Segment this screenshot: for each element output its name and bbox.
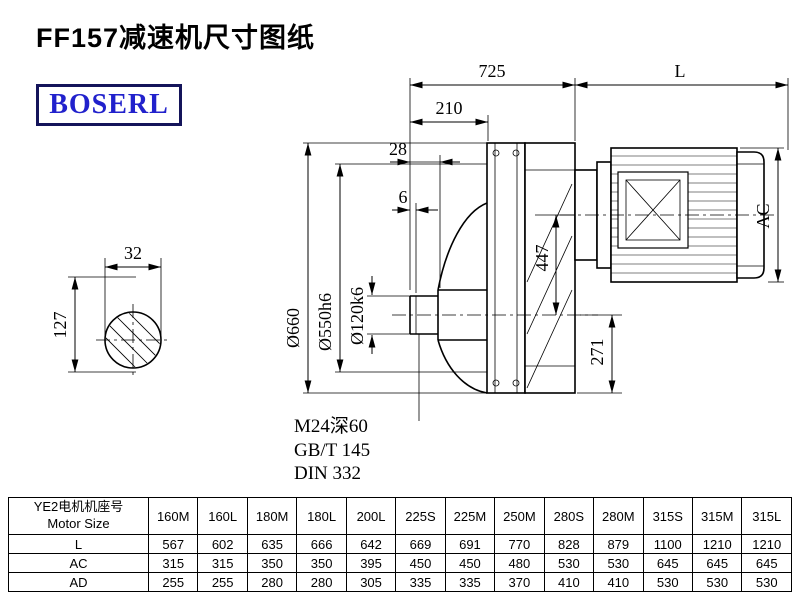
fan-cowl	[736, 151, 765, 279]
table-cell: 450	[444, 553, 496, 573]
row-label-AD: AD	[8, 572, 149, 592]
column-header-280S: 280S	[543, 497, 595, 535]
page-title: FF157减速机尺寸图纸	[36, 23, 316, 53]
table-cell: 395	[345, 553, 397, 573]
row-label-L: L	[8, 534, 149, 554]
table-cell: 635	[246, 534, 298, 554]
logo-text: BOSERL	[49, 89, 169, 120]
dia-120-label: Ø120k6	[347, 287, 367, 345]
table-cell: 350	[246, 553, 298, 573]
table-cell: 450	[395, 553, 446, 573]
standard-din-label: DIN 332	[294, 463, 361, 484]
column-header-180M: 180M	[246, 497, 298, 535]
column-header-200L: 200L	[345, 497, 397, 535]
logo: BOSERL	[36, 84, 182, 126]
gearbox-side-view	[392, 142, 598, 394]
table-cell: 669	[395, 534, 446, 554]
table-cell: 530	[593, 553, 644, 573]
table-cell: 410	[593, 572, 644, 592]
row-label-AC: AC	[8, 553, 149, 573]
table-cell: 530	[741, 572, 792, 592]
dim-210-label: 210	[436, 98, 463, 118]
table-cell: 645	[642, 553, 693, 573]
dia-660-label: Ø660	[283, 308, 303, 348]
table-cell: 645	[691, 553, 743, 573]
dim-AC-label: AC	[753, 203, 773, 228]
table-cell: 370	[494, 572, 545, 592]
table-cell: 315	[197, 553, 248, 573]
table-cell: 335	[395, 572, 446, 592]
table-cell: 530	[543, 553, 595, 573]
dim-6-label: 6	[399, 187, 408, 207]
table-cell: 280	[246, 572, 298, 592]
column-header-160M: 160M	[147, 497, 199, 535]
table-cell: 1210	[741, 534, 792, 554]
column-header-225S: 225S	[395, 497, 446, 535]
table-cell: 280	[296, 572, 347, 592]
standard-gb-label: GB/T 145	[294, 440, 370, 461]
dia-550-label: Ø550h6	[315, 293, 335, 351]
table-cell: 645	[741, 553, 792, 573]
dim-447-label: 447	[532, 245, 552, 272]
table-cell: 666	[296, 534, 347, 554]
table-cell: 530	[691, 572, 743, 592]
dim-725-label: 725	[479, 61, 506, 81]
motor	[560, 147, 778, 283]
table-cell: 770	[494, 534, 545, 554]
table-cell: 691	[444, 534, 496, 554]
table-cell: 335	[444, 572, 496, 592]
table-cell: 1210	[691, 534, 743, 554]
table-cell: 1100	[642, 534, 693, 554]
dim-L-label: L	[675, 61, 686, 81]
column-header-280M: 280M	[593, 497, 644, 535]
table-cell: 315	[147, 553, 199, 573]
table-cell: 602	[197, 534, 248, 554]
dim-127-label: 127	[50, 312, 70, 339]
table-cell: 879	[593, 534, 644, 554]
dimension-annotations: 725 L 210 28 6 Ø660 Ø550h6	[283, 61, 789, 484]
table-cell: 480	[494, 553, 545, 573]
column-header-315S: 315S	[642, 497, 693, 535]
table-cell: 642	[345, 534, 397, 554]
column-header-180L: 180L	[296, 497, 347, 535]
table-cell: 305	[345, 572, 397, 592]
column-header-315M: 315M	[691, 497, 743, 535]
shaft-end-view: 32 127	[50, 243, 170, 376]
dim-271-label: 271	[587, 339, 607, 366]
table-cell: 255	[147, 572, 199, 592]
table-cell: 350	[296, 553, 347, 573]
thread-spec-label: M24深60	[294, 415, 368, 437]
table-cell: 828	[543, 534, 595, 554]
dim-28-label: 28	[389, 139, 407, 159]
table-cell: 255	[197, 572, 248, 592]
table-cell: 410	[543, 572, 595, 592]
column-header-225M: 225M	[444, 497, 496, 535]
table-cell: 567	[147, 534, 199, 554]
column-header-315L: 315L	[741, 497, 792, 535]
column-header-160L: 160L	[197, 497, 248, 535]
technical-drawing: 32 127	[50, 61, 789, 484]
table-cell: 530	[642, 572, 693, 592]
dim-32-label: 32	[124, 243, 142, 263]
column-header-250M: 250M	[494, 497, 545, 535]
